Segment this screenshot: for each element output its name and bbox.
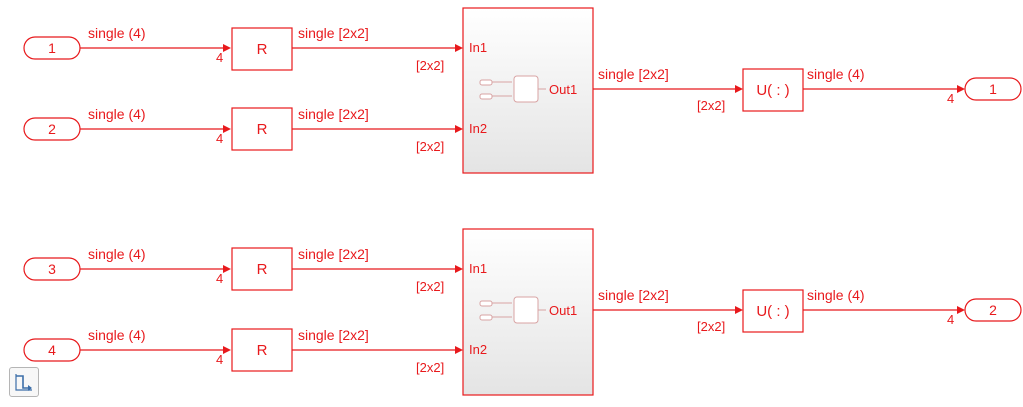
- signal-label: single (4): [807, 66, 865, 82]
- inport-4-label: 4: [48, 342, 56, 358]
- signal-label: single [2x2]: [298, 327, 369, 343]
- subsystem-output-label: Out1: [549, 82, 577, 97]
- dimension-label: [2x2]: [416, 58, 444, 73]
- dimension-label: [2x2]: [697, 98, 725, 113]
- reshape-block-1[interactable]: R: [231, 27, 293, 71]
- dimension-label: 4: [216, 131, 223, 146]
- signal-label: single (4): [88, 246, 146, 262]
- signal-label: single [2x2]: [298, 25, 369, 41]
- signal-label: single [2x2]: [598, 287, 669, 303]
- dimension-label: 4: [216, 50, 223, 65]
- reshape-label: R: [257, 121, 268, 138]
- dimension-label: [2x2]: [416, 139, 444, 154]
- inport-block-1[interactable]: 1: [23, 36, 81, 60]
- reshape-block-2[interactable]: R: [231, 107, 293, 151]
- inport-1-label: 1: [48, 40, 56, 56]
- signal-label: single [2x2]: [298, 106, 369, 122]
- subsystem-input-label: In1: [469, 261, 487, 276]
- dimension-label: [2x2]: [697, 319, 725, 334]
- inport-block-2[interactable]: 2: [23, 117, 81, 141]
- signal-label: single (4): [807, 287, 865, 303]
- signal-label: single (4): [88, 106, 146, 122]
- subsystem-preview-icon: [479, 75, 546, 103]
- colon-block-1[interactable]: U( : ): [742, 68, 804, 112]
- colon-label: U( : ): [756, 82, 789, 99]
- signal-label: single [2x2]: [298, 246, 369, 262]
- dimension-label: 4: [947, 312, 954, 327]
- dimension-label: [2x2]: [416, 360, 444, 375]
- outport-1-label: 1: [989, 81, 997, 97]
- subsystem-input-label: In1: [469, 40, 487, 55]
- inport-2-label: 2: [48, 121, 56, 137]
- subsystem-input-label: In2: [469, 121, 487, 136]
- colon-label: U( : ): [756, 303, 789, 320]
- fit-to-view-button[interactable]: [9, 367, 39, 397]
- reshape-label: R: [257, 41, 268, 58]
- inport-block-4[interactable]: 4: [23, 338, 81, 362]
- outport-block-2[interactable]: 2: [964, 298, 1022, 322]
- signal-label: single (4): [88, 25, 146, 41]
- reshape-label: R: [257, 261, 268, 278]
- dimension-label: 4: [216, 352, 223, 367]
- inport-block-3[interactable]: 3: [23, 257, 81, 281]
- subsystem-output-label: Out1: [549, 303, 577, 318]
- subsystem-preview-icon: [479, 296, 546, 324]
- subsystem-block-1[interactable]: In1 In2 Out1: [462, 7, 594, 174]
- inport-3-label: 3: [48, 261, 56, 277]
- dimension-label: 4: [947, 91, 954, 106]
- signal-label: single (4): [88, 327, 146, 343]
- dimension-label: 4: [216, 271, 223, 286]
- outport-block-1[interactable]: 1: [964, 77, 1022, 101]
- reshape-block-3[interactable]: R: [231, 247, 293, 291]
- fit-to-view-icon: [15, 374, 32, 391]
- subsystem-input-label: In2: [469, 342, 487, 357]
- reshape-label: R: [257, 342, 268, 359]
- colon-block-2[interactable]: U( : ): [742, 289, 804, 333]
- reshape-block-4[interactable]: R: [231, 328, 293, 372]
- signal-label: single [2x2]: [598, 66, 669, 82]
- dimension-label: [2x2]: [416, 279, 444, 294]
- subsystem-block-2[interactable]: In1 In2 Out1: [462, 228, 594, 396]
- outport-2-label: 2: [989, 302, 997, 318]
